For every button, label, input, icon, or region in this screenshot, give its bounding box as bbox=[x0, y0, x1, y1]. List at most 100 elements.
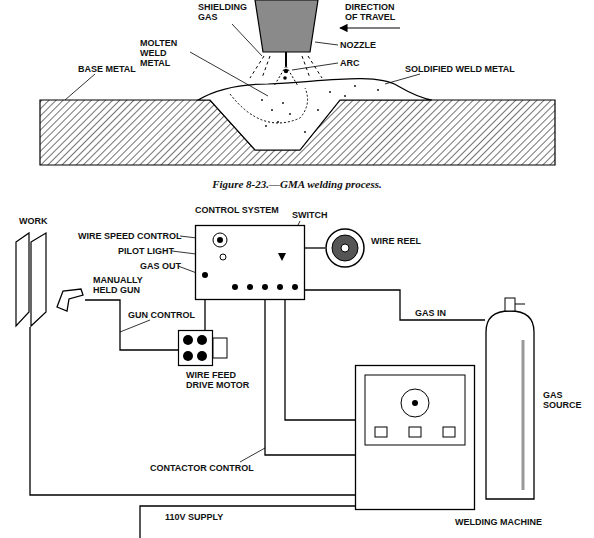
circle-part bbox=[341, 244, 349, 252]
weld-stipple bbox=[261, 85, 379, 133]
cable bbox=[305, 290, 485, 320]
circle-part bbox=[354, 85, 356, 87]
callout-label: SWITCH bbox=[292, 210, 328, 220]
path-part bbox=[31, 233, 46, 326]
callout-label: MOLTEN WELD METAL bbox=[140, 38, 195, 68]
line-part bbox=[240, 448, 265, 462]
line-part bbox=[515, 304, 525, 305]
path-part bbox=[278, 253, 286, 261]
line-part bbox=[190, 52, 268, 96]
reel-shape bbox=[325, 228, 365, 268]
arc-lines bbox=[274, 66, 298, 86]
circle-part bbox=[317, 109, 319, 111]
callout-label: 110V SUPPLY bbox=[165, 512, 223, 522]
line-part bbox=[232, 24, 262, 56]
line-part bbox=[385, 74, 420, 84]
component-label: WIRE REEL bbox=[371, 236, 421, 246]
circle-part bbox=[292, 284, 298, 290]
component-label: WELDING MACHINE bbox=[455, 517, 542, 527]
droplet bbox=[284, 69, 288, 73]
wire-reel: WIRE REEL bbox=[325, 228, 365, 268]
circle-part bbox=[202, 272, 208, 278]
callout-label: SOLDIFIED WELD METAL bbox=[405, 64, 515, 74]
circle-part bbox=[277, 121, 279, 123]
motor-shape bbox=[178, 330, 228, 366]
rect-part bbox=[213, 338, 227, 358]
callout-label: NOZZLE bbox=[340, 40, 376, 50]
figure-caption: Figure 8-23.—GMA welding process. bbox=[0, 178, 594, 191]
line-part bbox=[302, 56, 310, 78]
path-part bbox=[486, 311, 534, 499]
control-system: CONTROL SYSTEM bbox=[195, 225, 305, 300]
circle-part bbox=[326, 229, 364, 267]
work-shape bbox=[15, 232, 47, 327]
electrode-wire bbox=[285, 52, 287, 66]
circle-part bbox=[401, 389, 429, 417]
machine-shape bbox=[355, 365, 475, 510]
circle-part bbox=[289, 113, 291, 115]
circle-part bbox=[282, 102, 284, 104]
circle-part bbox=[197, 351, 207, 361]
callout-label: DIRECTION OF TRAVEL bbox=[345, 2, 405, 22]
rect-part bbox=[365, 375, 465, 445]
circle-part bbox=[213, 233, 227, 247]
wire-feed-motor: WIRE FEED DRIVE MOTOR bbox=[178, 330, 228, 366]
cable-label: GAS IN bbox=[415, 308, 446, 318]
circle-part bbox=[261, 99, 263, 101]
component-label: WORK bbox=[19, 216, 48, 226]
component-label: MANUALLY HELD GUN bbox=[93, 275, 153, 295]
line-part bbox=[522, 340, 525, 490]
cable bbox=[85, 300, 178, 350]
callout-label: GAS OUT bbox=[140, 261, 181, 271]
circle-part bbox=[277, 284, 283, 290]
gun-shape bbox=[55, 287, 85, 313]
rect-part bbox=[375, 427, 387, 437]
gas-cylinder: GAS SOURCE bbox=[485, 310, 535, 500]
component-label: CONTROL SYSTEM bbox=[195, 205, 279, 215]
circle-part bbox=[217, 237, 223, 243]
circle-part bbox=[412, 400, 418, 406]
work-piece: WORK bbox=[15, 232, 47, 327]
rect-part bbox=[196, 226, 305, 300]
cable bbox=[265, 300, 355, 455]
line-part bbox=[274, 66, 286, 86]
line-part bbox=[292, 63, 338, 70]
welding-gun: MANUALLY HELD GUN bbox=[55, 287, 85, 313]
supply-wire bbox=[140, 506, 355, 538]
circle-part bbox=[262, 284, 268, 290]
cable bbox=[305, 247, 325, 248]
line-part bbox=[120, 320, 150, 332]
circle-part bbox=[220, 254, 226, 260]
callout-label: ARC bbox=[340, 58, 360, 68]
nozzle bbox=[255, 0, 318, 52]
rect-part bbox=[179, 331, 213, 366]
path-part bbox=[16, 233, 29, 326]
callout-label: GUN CONTROL bbox=[128, 310, 195, 320]
cable bbox=[30, 327, 355, 495]
circle-part bbox=[271, 109, 273, 111]
circle-part bbox=[344, 95, 346, 97]
circle-part bbox=[377, 89, 379, 91]
rect-part bbox=[409, 427, 421, 437]
circle-part bbox=[183, 351, 193, 361]
circle-part bbox=[329, 91, 331, 93]
component-label: WIRE FEED DRIVE MOTOR bbox=[186, 370, 252, 390]
weld-bead bbox=[198, 79, 432, 150]
callout-label: WIRE SPEED CONTROL bbox=[78, 231, 182, 241]
welding-machine: WELDING MACHINE bbox=[355, 365, 475, 510]
cyl-shape bbox=[485, 310, 535, 500]
circle-part bbox=[247, 284, 253, 290]
molten-pool bbox=[230, 88, 308, 123]
rect-part bbox=[505, 298, 515, 311]
rect-part bbox=[443, 427, 455, 437]
callout-label: PILOT LIGHT bbox=[118, 246, 174, 256]
circle-part bbox=[183, 335, 193, 345]
cable-label: CONTACTOR CONTROL bbox=[150, 463, 254, 473]
droplet bbox=[283, 76, 287, 80]
line-part bbox=[315, 42, 338, 45]
line-part bbox=[262, 56, 270, 78]
callout-label: BASE METAL bbox=[78, 64, 136, 74]
line-part bbox=[250, 56, 264, 78]
